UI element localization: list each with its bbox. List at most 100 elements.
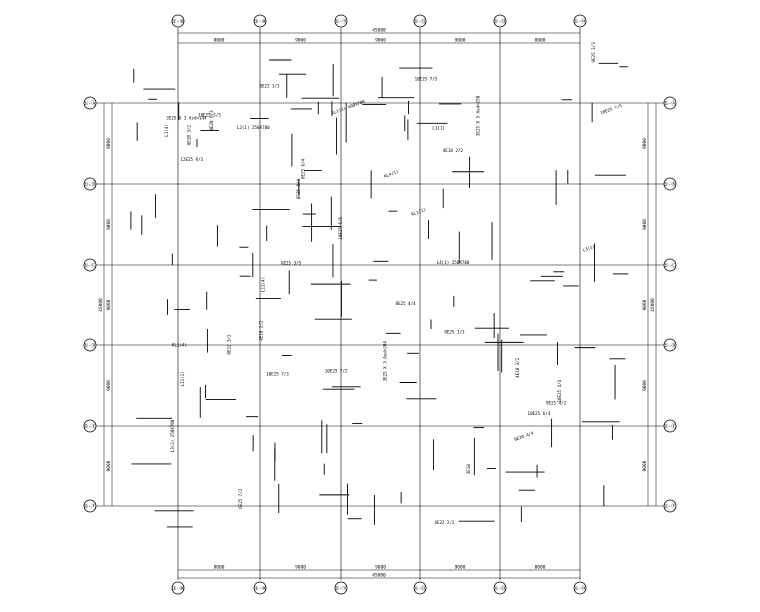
- reinforcement-label: 8E20 4/4: [514, 430, 535, 442]
- grid-bubble-label: ①-Ⓑ: [664, 181, 677, 188]
- reinforcement-label: 4E18 2/2: [258, 320, 263, 341]
- grid-bubble-label: ①-⑨: [172, 19, 184, 25]
- reinforcement-label: 10E25 7/3: [266, 371, 289, 376]
- grid-bubble-label: ①-⑫: [414, 18, 427, 25]
- dim-right-span: 9000: [642, 299, 648, 310]
- reinforcement-label: 10E25 6/4: [528, 411, 551, 416]
- grid-bubble-row: [83, 419, 97, 433]
- grid-bubble-col: [573, 581, 587, 595]
- dim-right-total: 45000: [650, 298, 656, 312]
- reinforcement-label: 9E25 4/2: [546, 401, 567, 406]
- reinforcement-label: 6E25 7/2: [238, 488, 243, 509]
- grid-bubble-col: [413, 14, 427, 28]
- grid-bubble-label: ①-⑬: [494, 585, 507, 592]
- reinforcement-label: KL4(1): [383, 169, 399, 179]
- grid-bubble-label: ①-Ⓔ: [664, 423, 677, 430]
- reinforcement-label: 8E20 6/3: [209, 110, 214, 131]
- dim-top-span: 9000: [375, 38, 386, 44]
- reinforcement-label: 6E25 3/5: [281, 260, 302, 265]
- reinforcement-label: L4(1) 250X700: [437, 260, 470, 265]
- dim-left-span: 9000: [106, 138, 112, 149]
- grid-bubble-row: [663, 258, 677, 272]
- dim-left-span: 9000: [106, 460, 112, 471]
- grid-bubble-col: [334, 581, 348, 595]
- reinforcement-label: 10E25 4/4: [557, 379, 562, 402]
- reinforcement-label: 3E25 X 3 Asd=258: [475, 95, 480, 136]
- reinforcement-label: L1(4): [164, 124, 169, 137]
- grid-bubble-label: ①-Ⓔ: [84, 423, 97, 430]
- dim-bottom-total: 45000: [372, 573, 386, 579]
- grid-bubble-label: ①-⑨: [172, 586, 184, 592]
- grid-bubble-col: [573, 14, 587, 28]
- grid-bubble-label: ①-⑫: [414, 585, 427, 592]
- dim-bottom-span: 8000: [535, 565, 546, 571]
- reinforcement-label: KL1(1) 400X700: [331, 99, 366, 116]
- grid-bubble-row: [663, 499, 677, 513]
- dim-bottom-span: 9000: [455, 565, 466, 571]
- grid-bubble-label: ①-⑩: [254, 586, 266, 592]
- reinforcement-label: 4E18 2/2: [443, 148, 464, 153]
- reinforcement-label: 3E18: [466, 464, 471, 475]
- reinforcement-label: L1(1): [432, 126, 445, 131]
- grid-bubble-row: [83, 96, 97, 110]
- reinforcement-label: 8E22 3/3: [259, 83, 280, 88]
- dim-bottom-span: 9000: [295, 565, 306, 571]
- dim-right-span: 9000: [642, 219, 648, 230]
- dim-bottom-span: 8000: [214, 565, 225, 571]
- reinforcement-label: 8E22 3/2: [227, 334, 232, 355]
- reinforcement-label: 8E25 4/4: [395, 301, 416, 306]
- dim-top-span: 9000: [295, 38, 306, 44]
- grid-bubble-col: [253, 581, 267, 595]
- grid-bubble-row: [83, 258, 97, 272]
- reinforcement-label: KL1(4): [172, 342, 187, 347]
- grid-bubble-label: ①-Ⓑ: [84, 181, 97, 188]
- reinforcement-label: 10E25 7/2: [325, 368, 348, 373]
- grid-bubble-row: [663, 96, 677, 110]
- reinforcement-label: 8E25 3/3: [444, 329, 465, 334]
- grid-bubble-label: ①-⑪: [335, 585, 348, 592]
- grid-bubble-label: ①-⑭: [574, 585, 587, 592]
- grid-bubble-label: ①-Ⓒ: [84, 262, 97, 269]
- reinforcement-label: L11(1): [180, 371, 185, 386]
- grid-bubble-label: ①-⑬: [494, 18, 507, 25]
- dim-top-total: 45000: [372, 28, 386, 34]
- dim-left-span: 9000: [106, 299, 112, 310]
- grid-bubble-label: ①-Ⓐ: [664, 100, 677, 107]
- grid-bubble-col: [171, 14, 185, 28]
- reinforcement-label: 3E25 X 3 Asd=144: [166, 115, 207, 120]
- grid-bubble-label: ①-Ⓓ: [84, 342, 97, 349]
- grid-bubble-row: [83, 499, 97, 513]
- grid-bubble-col: [493, 581, 507, 595]
- grid-bubble-label: ①-⑪: [335, 18, 348, 25]
- reinforcement-label: 9E25 3/3: [591, 42, 596, 63]
- grid-bubble-row: [663, 177, 677, 191]
- grid-bubble-label: ①-⑭: [574, 18, 587, 25]
- grid-bubble-col: [171, 581, 185, 595]
- reinforcement-label: 12E25 9/3: [180, 157, 203, 162]
- dim-right-span: 9000: [642, 460, 648, 471]
- grid-bubble-col: [253, 14, 267, 28]
- grid-bubble-label: ①-⑩: [254, 19, 266, 25]
- grid-bubble-label: ①-Ⓐ: [84, 100, 97, 107]
- dim-right-span: 9000: [642, 380, 648, 391]
- reinforcement-label: L2(1) 250X700: [237, 125, 270, 130]
- dim-left-span: 9000: [106, 380, 112, 391]
- reinforcement-label: 3E25 X 3 Asd=204: [383, 341, 388, 382]
- grid-bubble-row: [83, 338, 97, 352]
- dim-left-total: 45000: [98, 298, 104, 312]
- reinforcement-label: L3(1): [582, 244, 596, 253]
- grid-bubble-label: ①-Ⓓ: [664, 342, 677, 349]
- dim-right-span: 9000: [642, 138, 648, 149]
- dim-bottom-span: 9000: [375, 565, 386, 571]
- reinforcement-label: 8E20 3/2: [186, 124, 191, 145]
- grid-bubble-col: [413, 581, 427, 595]
- reinforcement-label: 10E25 3/3: [198, 113, 221, 118]
- reinforcement-label: 10E25 6/6: [338, 216, 343, 239]
- reinforcement-label: L3(2) 250X700: [170, 419, 175, 452]
- dim-top-span: 8000: [214, 38, 225, 44]
- grid-bubble-label: ①-Ⓒ: [664, 262, 677, 269]
- reinforcement-label: 8E25 6/4: [300, 158, 305, 179]
- reinforcement-label: 4E18 3/2: [515, 357, 520, 378]
- grid-bubble-row: [83, 177, 97, 191]
